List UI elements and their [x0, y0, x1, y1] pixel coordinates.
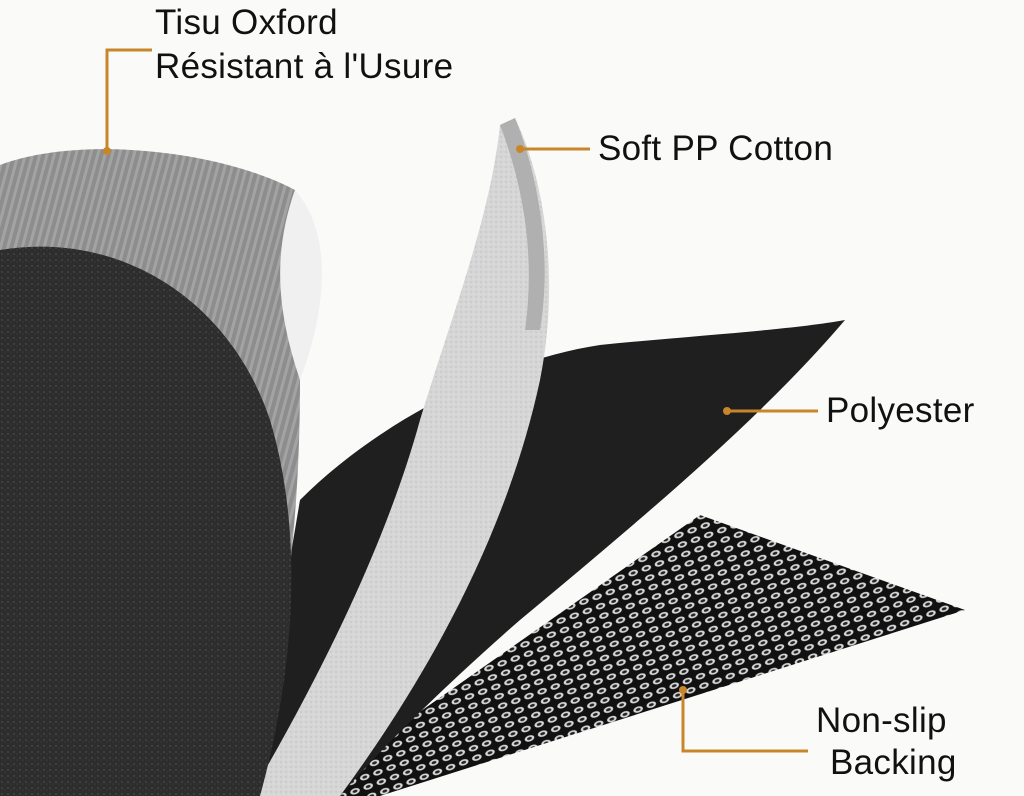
oxford-label-line2: Résistant à l'Usure — [155, 47, 454, 86]
pp-cotton-marker-dot — [516, 145, 524, 153]
polyester-label: Polyester — [826, 391, 975, 430]
nonslip-label-line2: Backing — [830, 743, 957, 782]
pp-cotton-label: Soft PP Cotton — [598, 129, 834, 168]
core-layer — [0, 246, 292, 796]
nonslip-label-line1: Non-slip — [816, 701, 947, 740]
oxford-marker-dot — [103, 147, 111, 155]
pp-cotton-layer — [250, 118, 550, 796]
leader-lines — [105, 48, 818, 753]
oxford-label-line1: Tisu Oxford — [155, 3, 338, 42]
nonslip-marker-dot — [679, 686, 687, 694]
polyester-marker-dot — [723, 407, 731, 415]
nonslip-backing-layer — [300, 515, 965, 796]
